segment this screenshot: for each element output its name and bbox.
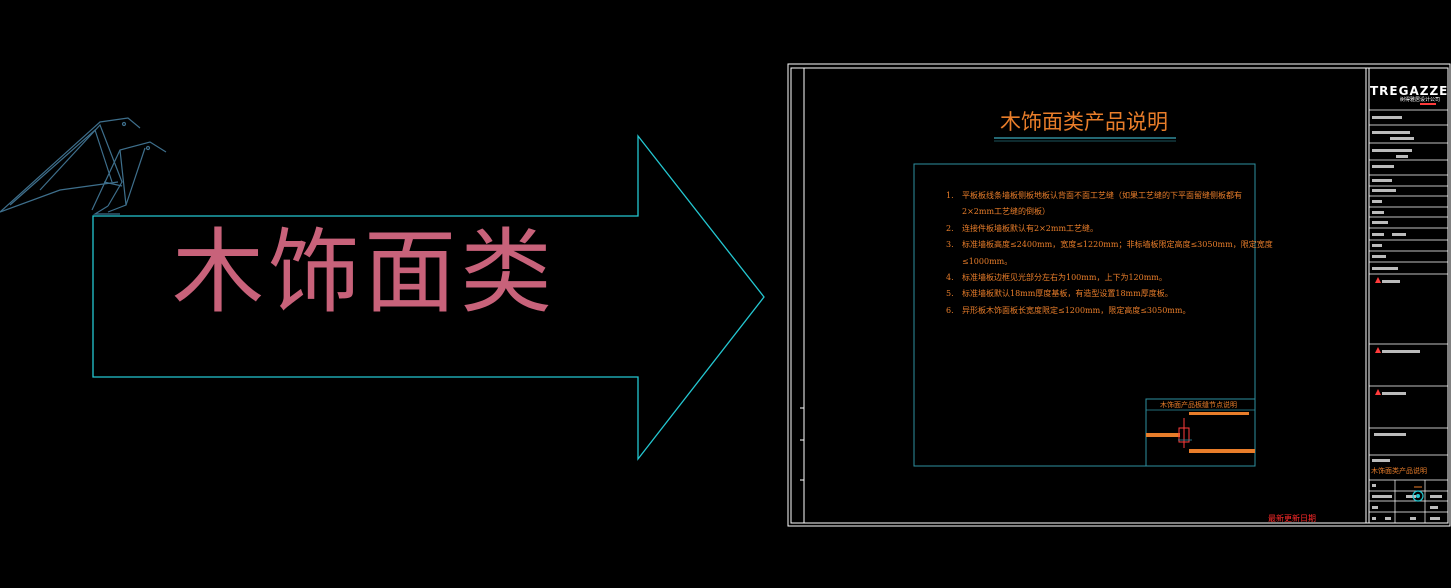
banner-title: 木饰面类	[172, 219, 557, 326]
arrow-shape	[92, 134, 765, 461]
note-number: 1.	[946, 191, 954, 200]
note-text: 标准墙板默认18mm厚度基板，有造型设置18mm厚度板。	[962, 289, 1173, 299]
note-text: 异形板木饰面板长宽度限定≤1200mm，限定高度≤3050mm。	[962, 305, 1191, 315]
logo-accent	[1420, 103, 1436, 105]
note-number: 6.	[946, 305, 954, 315]
sheet-title: 木饰面类产品说明	[1000, 110, 1168, 134]
note-text: 标准墙板高度≤2400mm，宽度≤1220mm；非标墙板限定高度≤3050mm，…	[962, 240, 1273, 250]
note-number: 3.	[946, 240, 954, 250]
note-line: 2. 连接件板墙板默认有2×2mm工艺缝。	[946, 223, 1246, 235]
note-line: 6. 异形板木饰面板长宽度限定≤1200mm，限定高度≤3050mm。	[946, 305, 1246, 317]
detail-caption: 木饰面产品板缝节点说明	[1160, 401, 1237, 409]
note-number: 2.	[946, 223, 954, 233]
note-text: 平板板线条墙板侧板地板认背面不面工艺缝（如果工艺缝的下平面留缝侧板都有	[962, 191, 1242, 200]
notes-box	[913, 163, 1256, 467]
margin-ticks	[800, 407, 804, 481]
note-text: 标准墙板边框见光部分左右为100mm，上下为120mm。	[962, 272, 1167, 282]
note-number: 4.	[946, 272, 954, 282]
note-line: ≤1000mm。	[946, 256, 1246, 268]
sheet-title-underline	[994, 137, 1176, 142]
title-block-text-marks	[1372, 116, 1442, 520]
update-date-stamp: 最新更新日期	[1268, 514, 1316, 523]
note-line: 3. 标准墙板高度≤2400mm，宽度≤1220mm；非标墙板限定高度≤3050m…	[946, 239, 1273, 251]
company-logo-subtitle: 树得雅居设计公司	[1400, 97, 1441, 103]
note-line: 4. 标准墙板边框见光部分左右为100mm，上下为120mm。	[946, 272, 1246, 284]
note-text: 2×2mm工艺缝的倒板）	[962, 207, 1051, 217]
note-line: 1. 平板板线条墙板侧板地板认背面不面工艺缝（如果工艺缝的下平面留缝侧板都有	[946, 190, 1246, 202]
title-block	[1369, 109, 1448, 523]
notes-list: 1. 平板板线条墙板侧板地板认背面不面工艺缝（如果工艺缝的下平面留缝侧板都有 2×2…	[946, 190, 1273, 321]
note-text: 连接件板墙板默认有2×2mm工艺缝。	[962, 223, 1099, 233]
north-marker-icon	[1412, 486, 1424, 502]
company-logo: TREGAZZE	[1370, 84, 1449, 98]
drawing-sheet-frame	[787, 63, 1451, 527]
bird-sketch	[0, 117, 167, 215]
note-number: 5.	[946, 289, 954, 299]
drawing-name: 木饰面类产品说明	[1371, 467, 1427, 475]
warning-icon	[1375, 277, 1381, 395]
note-line: 5. 标准墙板默认18mm厚度基板，有造型设置18mm厚度板。	[946, 288, 1246, 300]
note-text: ≤1000mm。	[962, 256, 1013, 266]
note-line: 2×2mm工艺缝的倒板）	[946, 206, 1246, 218]
joint-detail	[1145, 398, 1256, 467]
